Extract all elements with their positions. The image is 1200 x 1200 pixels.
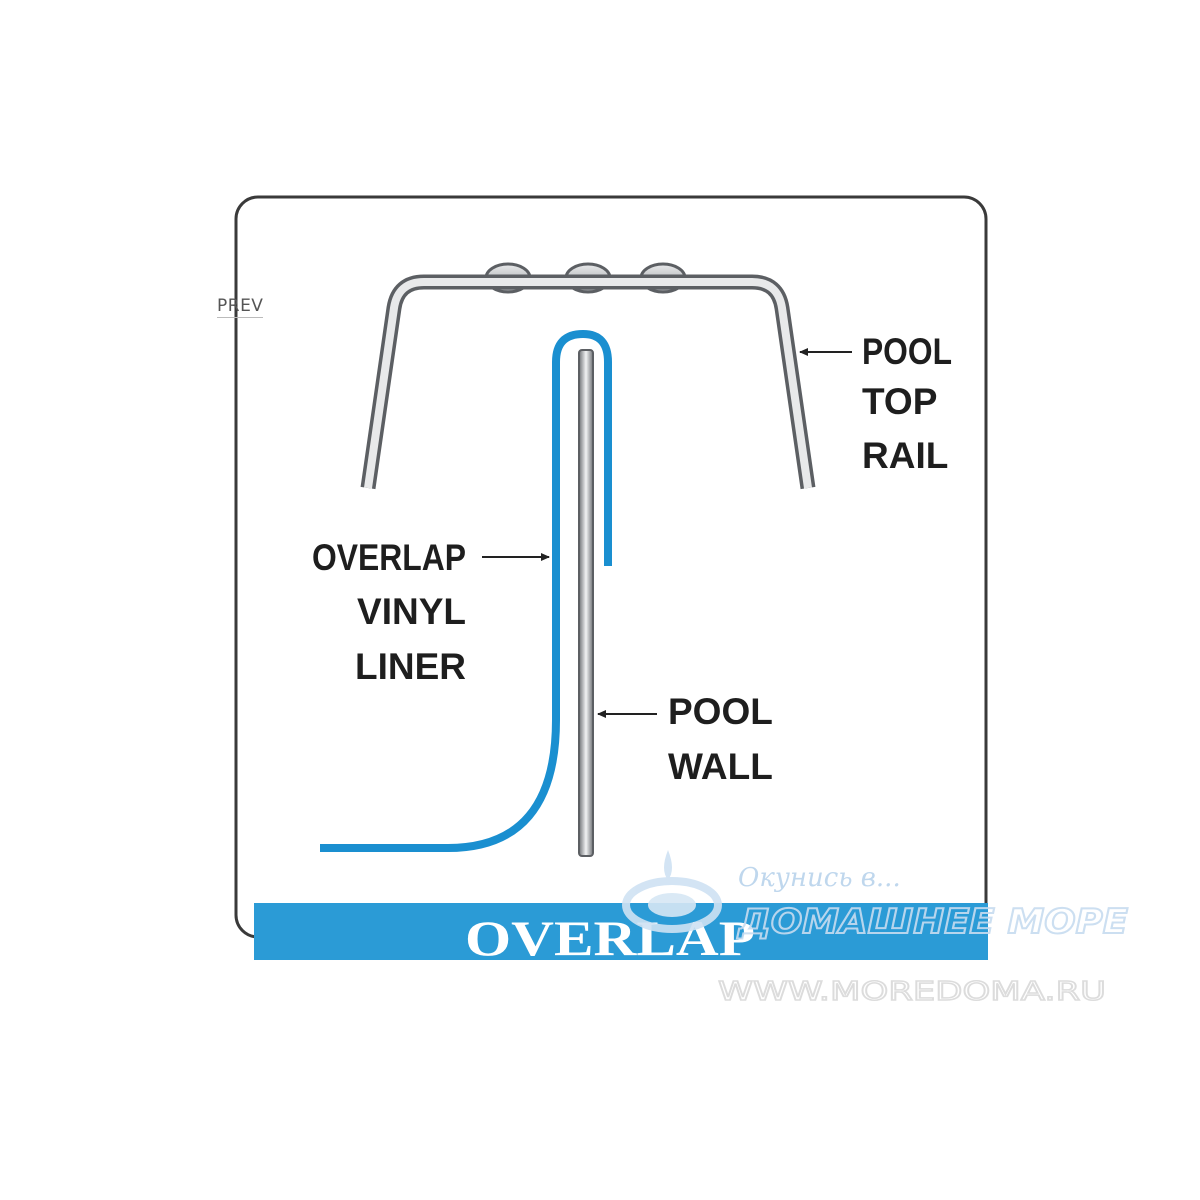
pool-wall	[578, 349, 594, 857]
overlap-banner	[254, 903, 988, 960]
watermark-brand: ДОМАШНЕЕ МОРЕ	[737, 902, 1128, 942]
watermark-logo-icon	[622, 850, 722, 933]
prev-link[interactable]: PREV	[217, 296, 264, 318]
liner-label-line-3: LINER	[355, 646, 466, 687]
top-rail-label-line-1: POOL	[862, 331, 952, 372]
wall-label-line-2: WALL	[668, 746, 773, 787]
watermark-url: WWW.MOREDOMA.RU	[718, 977, 1106, 1007]
top-rail-label-line-2: TOP	[862, 381, 937, 422]
watermark-tagline: Окунись в...	[738, 863, 901, 893]
liner-label-line-1: OVERLAP	[312, 537, 466, 578]
wall-label: POOL WALL	[668, 691, 773, 787]
wall-label-line-1: POOL	[668, 691, 773, 732]
top-rail-label: POOL TOP RAIL	[862, 331, 952, 476]
overlap-vinyl-liner	[320, 330, 612, 852]
pool-top-rail	[360, 262, 816, 490]
liner-label-line-2: VINYL	[357, 591, 466, 632]
top-rail-label-line-3: RAIL	[862, 435, 948, 476]
liner-label: OVERLAP VINYL LINER	[312, 537, 466, 687]
watermark: Окунись в... ДОМАШНЕЕ МОРЕ WWW.MOREDOMA.…	[622, 850, 1129, 1008]
